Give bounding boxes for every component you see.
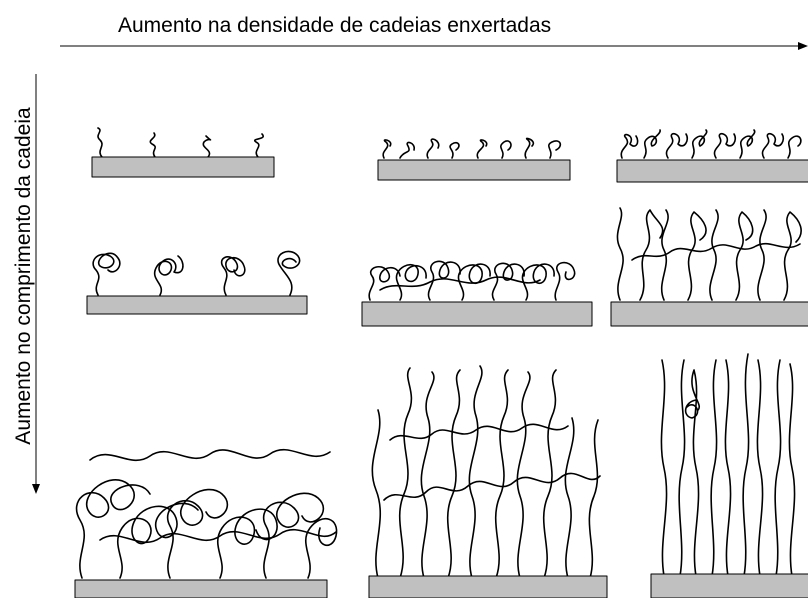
polymer-chain bbox=[99, 528, 337, 544]
polymer-chain bbox=[449, 141, 460, 159]
polymer-chain bbox=[761, 132, 785, 159]
polymer-chain bbox=[739, 129, 756, 159]
polymer-chain bbox=[713, 132, 737, 159]
substrate bbox=[377, 159, 571, 181]
polymer-chain bbox=[202, 135, 212, 158]
panel-long-medium-density bbox=[368, 365, 608, 598]
polymer-chain bbox=[500, 140, 512, 159]
polymer-chain bbox=[446, 369, 461, 579]
polymer-chain bbox=[92, 252, 121, 296]
polymer-chain bbox=[304, 517, 338, 579]
polymer-chain bbox=[149, 132, 156, 158]
panel-long-high-density bbox=[650, 353, 808, 598]
polymer-chain bbox=[75, 478, 151, 579]
substrate bbox=[610, 301, 808, 327]
panel-medium-high-density bbox=[610, 207, 808, 327]
polymer-chain bbox=[548, 140, 562, 159]
polymer-chain bbox=[757, 209, 767, 301]
polymer-chain bbox=[687, 211, 707, 301]
polymer-chain bbox=[521, 263, 555, 301]
polymer-chain bbox=[709, 209, 719, 301]
polymer-chain bbox=[371, 409, 382, 579]
polymer-chain bbox=[167, 488, 229, 579]
polymer-chain bbox=[426, 138, 440, 159]
polymer-chain bbox=[457, 263, 491, 301]
panel-short-medium-density bbox=[377, 137, 571, 181]
polymer-chain bbox=[277, 250, 301, 296]
panel-medium-low-density bbox=[86, 250, 308, 315]
substrate bbox=[86, 295, 308, 315]
polymer-chain bbox=[616, 207, 624, 301]
polymer-chain bbox=[684, 399, 699, 419]
polymer-chain bbox=[660, 359, 668, 577]
polymer-chain bbox=[620, 133, 639, 159]
polymer-chain bbox=[379, 276, 541, 291]
panel-short-high-density bbox=[616, 129, 808, 183]
polymer-chain bbox=[383, 472, 601, 501]
polymer-chain bbox=[494, 369, 509, 579]
polymer-chain bbox=[368, 265, 401, 301]
polymer-chain bbox=[420, 371, 435, 579]
polymer-chain bbox=[491, 262, 525, 301]
polymer-chain bbox=[742, 353, 750, 577]
polymer-chain bbox=[220, 256, 246, 296]
polymer-chain bbox=[788, 363, 796, 577]
polymer-chain bbox=[263, 492, 325, 579]
polymer-chain bbox=[117, 502, 199, 579]
panel-long-low-density bbox=[74, 448, 338, 598]
substrate bbox=[368, 575, 608, 598]
polymer-chain bbox=[389, 423, 569, 441]
polymer-chain bbox=[89, 448, 331, 462]
horizontal-axis-label: Aumento na densidade de cadeias enxertad… bbox=[118, 14, 552, 37]
polymer-chain bbox=[153, 255, 184, 296]
polymer-chain bbox=[564, 417, 575, 579]
vertical-axis-arrow bbox=[32, 74, 40, 494]
polymer-chain bbox=[476, 139, 488, 159]
polymer-chain bbox=[665, 132, 689, 159]
polymer-chain bbox=[774, 359, 782, 577]
panel-short-low-density bbox=[91, 127, 275, 178]
polymer-chain bbox=[253, 133, 265, 158]
polymer-chain bbox=[542, 369, 557, 579]
polymer-chain bbox=[710, 359, 718, 577]
polymer-chain bbox=[395, 263, 427, 301]
polymer-chain bbox=[678, 359, 686, 577]
polymer-chain bbox=[643, 129, 661, 159]
polymer-chain bbox=[756, 359, 764, 577]
substrate bbox=[91, 156, 275, 178]
polymer-chain bbox=[398, 367, 413, 579]
polymer-chain bbox=[468, 365, 483, 579]
panel-medium-medium-density bbox=[361, 260, 593, 327]
polymer-chain bbox=[691, 369, 701, 577]
polymer-chain bbox=[554, 261, 576, 301]
polymer-chain bbox=[399, 141, 415, 159]
polymer-chain bbox=[660, 209, 669, 301]
polymer-chain bbox=[735, 211, 754, 301]
substrate bbox=[650, 573, 808, 598]
polymer-chain bbox=[524, 137, 535, 159]
polymer-chain bbox=[217, 508, 278, 579]
polymer-chain bbox=[691, 129, 708, 159]
polymer-chain bbox=[724, 359, 732, 577]
polymer-chain bbox=[783, 211, 802, 301]
polymer-chain bbox=[787, 135, 802, 159]
substrate bbox=[616, 159, 808, 183]
substrate bbox=[74, 579, 328, 598]
polymer-chain bbox=[588, 419, 599, 579]
horizontal-axis-arrow bbox=[60, 42, 808, 50]
polymer-chain bbox=[382, 139, 392, 159]
polymer-chain bbox=[516, 371, 531, 579]
substrate bbox=[361, 301, 593, 327]
polymer-chain bbox=[97, 127, 103, 158]
polymer-chain bbox=[631, 242, 801, 261]
polymer-chain bbox=[639, 209, 664, 301]
